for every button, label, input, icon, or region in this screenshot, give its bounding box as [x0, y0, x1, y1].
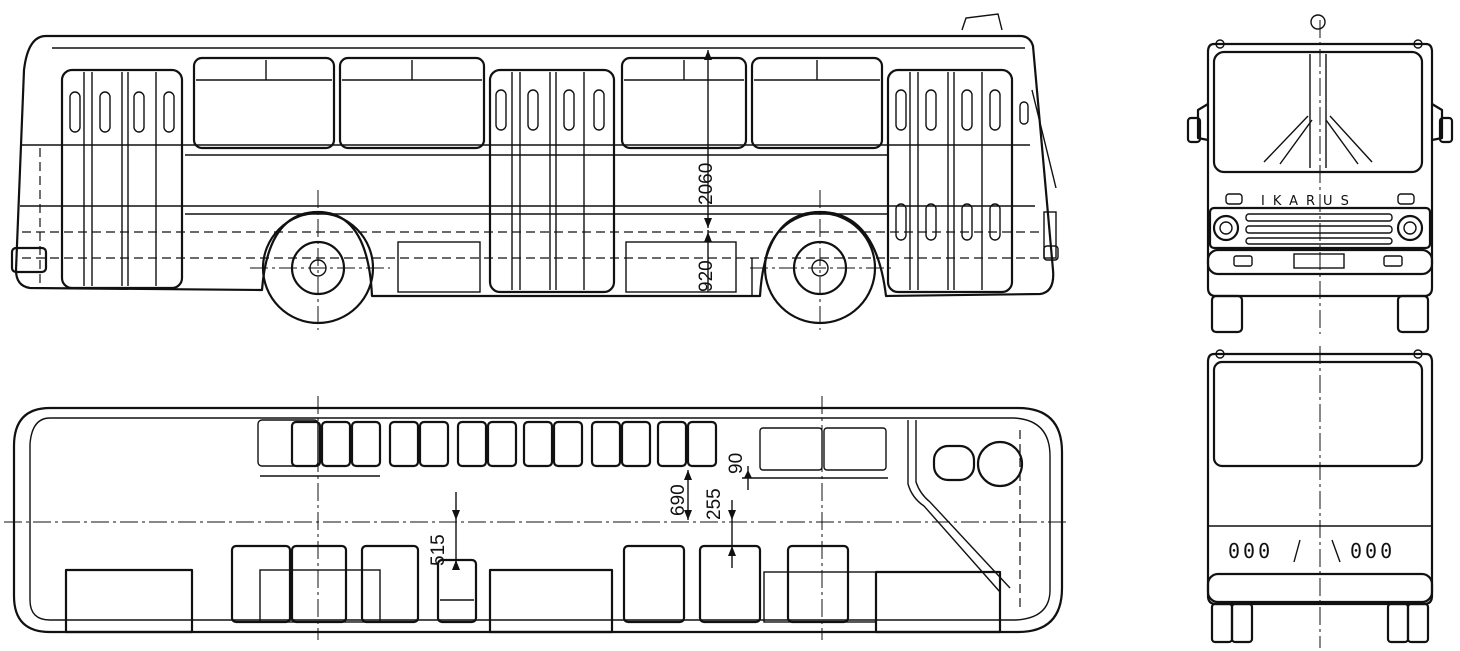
seats-left-row: [257, 419, 888, 479]
windscreen: [1212, 50, 1424, 174]
driver-seat: [932, 444, 976, 482]
seat: [456, 420, 488, 468]
side-mirror-arm: [1019, 101, 1029, 125]
seat: [290, 420, 322, 468]
rear-tyre-left-inner: [1230, 602, 1254, 644]
front-tyre-right: [1396, 294, 1430, 334]
side-window: [338, 56, 486, 150]
engine-vent: [1293, 539, 1341, 563]
front-mirror-right: [1430, 102, 1444, 142]
seat: [590, 420, 622, 468]
marker-lamp-right: [1397, 193, 1415, 205]
headlight-left: [1212, 214, 1240, 242]
seat: [522, 420, 554, 468]
rear-lamps-right: 000: [1350, 539, 1395, 563]
seat: [257, 419, 319, 467]
seat: [622, 544, 686, 624]
seat: [698, 544, 762, 624]
seat: [686, 420, 718, 468]
rear-view: 000 000: [1206, 346, 1434, 648]
roof-vent: [961, 13, 1003, 31]
rear-bumper: [1206, 572, 1434, 604]
front-grille: [1208, 206, 1432, 250]
rear-tyre-left-outer: [1210, 602, 1234, 644]
brand-lettering: IKARUS: [1261, 194, 1357, 209]
rear-door-step: [874, 570, 1002, 634]
wheel-arch: [259, 569, 381, 623]
seat: [786, 544, 850, 624]
front-view: IKARUS: [1186, 14, 1454, 334]
rear-ladder: [1031, 89, 1057, 189]
side-doors: [60, 68, 1014, 294]
seats-right-row: [230, 544, 877, 624]
marker-lamp-left: [1225, 193, 1243, 205]
side-windows: [192, 56, 884, 150]
front-tyre-left: [1210, 294, 1244, 334]
seat: [486, 420, 518, 468]
rear-door: [886, 68, 1014, 294]
front-bumper-lamp: [10, 246, 48, 274]
wheel-arch: [763, 571, 877, 623]
dimension-690: 690: [668, 484, 689, 516]
rear-window: [1212, 360, 1424, 468]
dimension-90: 90: [726, 453, 747, 474]
rear-tyre-right-inner: [1386, 602, 1410, 644]
seat: [320, 420, 352, 468]
seat: [230, 544, 292, 624]
front-mirror-left: [1196, 102, 1210, 142]
plan-view: 690 90 255 515: [4, 396, 1066, 640]
rear-lamps-left: 000: [1228, 539, 1273, 563]
roof-beacon: [1310, 14, 1326, 30]
side-view: 2060 920: [10, 13, 1059, 330]
seat: [759, 427, 823, 471]
seat: [823, 427, 887, 471]
front-door: [60, 68, 184, 290]
side-window: [750, 56, 884, 150]
dimension-2060: 2060: [696, 163, 717, 205]
plan-outline: [12, 406, 1064, 634]
side-body-outline: [14, 34, 1055, 298]
side-window: [620, 56, 748, 150]
rear-tyre-right-outer: [1406, 602, 1430, 644]
step-well: [436, 558, 478, 624]
seat: [620, 420, 652, 468]
dimension-255: 255: [704, 488, 725, 520]
partition: [907, 420, 1001, 593]
dimension-515: 515: [428, 534, 449, 566]
seat: [360, 544, 420, 624]
seat: [552, 420, 584, 468]
seat: [656, 420, 688, 468]
luggage-hatch: [397, 241, 481, 293]
seat: [388, 420, 420, 468]
wiper-left: [1263, 115, 1313, 165]
steering-wheel: [976, 440, 1024, 488]
front-bumper: [1206, 248, 1434, 276]
wiper-right: [1325, 115, 1373, 165]
seat: [350, 420, 382, 468]
middle-door-step: [488, 568, 614, 634]
service-hatch: [625, 241, 737, 293]
seat: [418, 420, 450, 468]
side-window: [192, 56, 336, 150]
middle-door: [488, 68, 616, 294]
dimension-920: 920: [696, 260, 717, 292]
rear-lamp-cluster: [1043, 211, 1057, 259]
seat: [290, 544, 348, 624]
front-door-step: [64, 568, 194, 634]
headlight-right: [1396, 214, 1424, 242]
